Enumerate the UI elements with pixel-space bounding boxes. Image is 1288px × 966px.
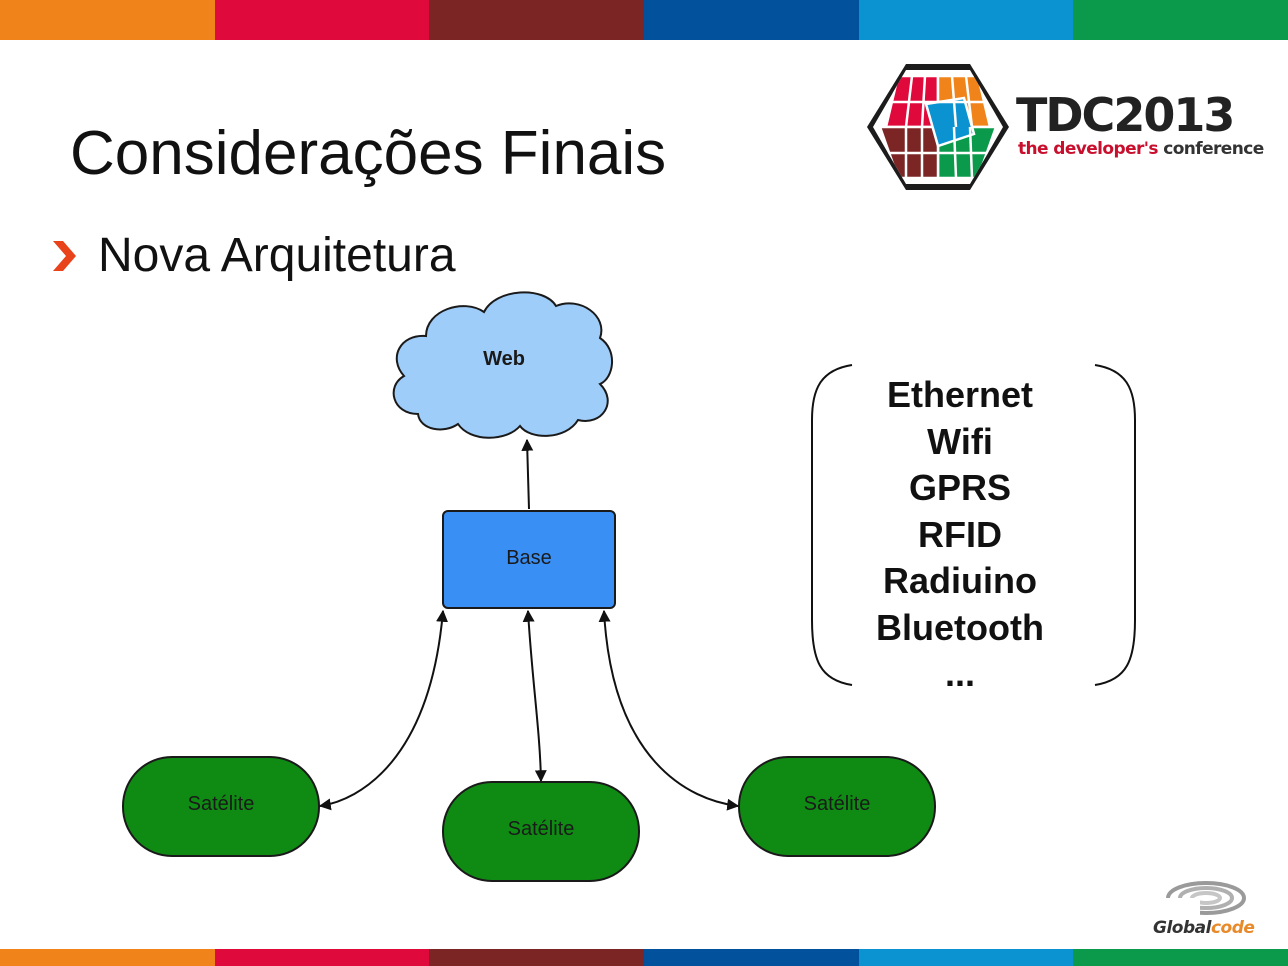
stripe-orange [0,0,215,40]
protocol-item: RFID [918,513,1002,555]
protocol-list: Ethernet Wifi GPRS RFID Radiuino Bluetoo… [860,372,1060,698]
cloud-label: Web [483,348,525,370]
protocols-bracket-right [1094,364,1136,686]
protocol-item: Bluetooth [876,606,1044,648]
satellite-node-right: Satélite [738,756,936,857]
satellite-node-middle: Satélite [442,781,640,882]
satellite-label-middle: Satélite [508,818,575,840]
globalcode-wordmark: Globalcode [1153,918,1255,938]
web-cloud-node: Web [392,291,614,439]
conference-subtitle: the developer's conference [1018,139,1264,159]
stripe-navy [644,0,859,40]
stripe-green [1073,949,1288,966]
satellite-label-left: Satélite [188,793,255,815]
globalcode-word-code: code [1210,918,1255,938]
stripe-maroon [429,0,645,40]
protocol-item: GPRS [908,467,1012,508]
conference-subtitle-prefix: the developer's [1018,139,1159,159]
base-satellite-left-arrow [318,609,449,811]
tdc-cube-logo [867,64,1009,190]
protocol-item: ... [944,653,975,694]
base-satellite-middle-arrow [522,609,547,783]
bottom-color-stripe [0,949,1288,966]
cloud-shape [392,291,614,439]
stripe-orange [0,949,215,966]
protocols-bracket-left [811,364,853,686]
chevron-right-icon [53,240,76,271]
satellite-node-left: Satélite [122,756,320,857]
conference-subtitle-suffix: conference [1157,139,1264,159]
stripe-green [1073,0,1288,40]
stripe-red [214,0,430,40]
conference-title: TDC2013 [1016,88,1235,142]
protocol-item: Wifi [927,420,993,462]
base-box [442,510,616,609]
stripe-cyan [858,949,1074,966]
globalcode-word-global: Global [1153,918,1211,938]
stripe-cyan [858,0,1074,40]
globalcode-swirl-icon [1160,881,1246,922]
base-satellite-right-arrow [598,609,740,811]
protocol-item: Ethernet [886,374,1034,415]
base-to-web-arrow [521,438,534,510]
slide-title: Considerações Finais [70,119,667,188]
base-node: Base [442,510,616,609]
bullet-text: Nova Arquitetura [98,229,456,282]
satellite-label-right: Satélite [804,793,871,815]
bullet-item: Nova Arquitetura [50,228,456,283]
stripe-maroon [429,949,645,966]
stripe-red [214,949,430,966]
stripe-navy [644,949,859,966]
protocol-item: Radiuino [883,560,1037,601]
base-label: Base [506,547,552,569]
top-color-stripe [0,0,1288,40]
